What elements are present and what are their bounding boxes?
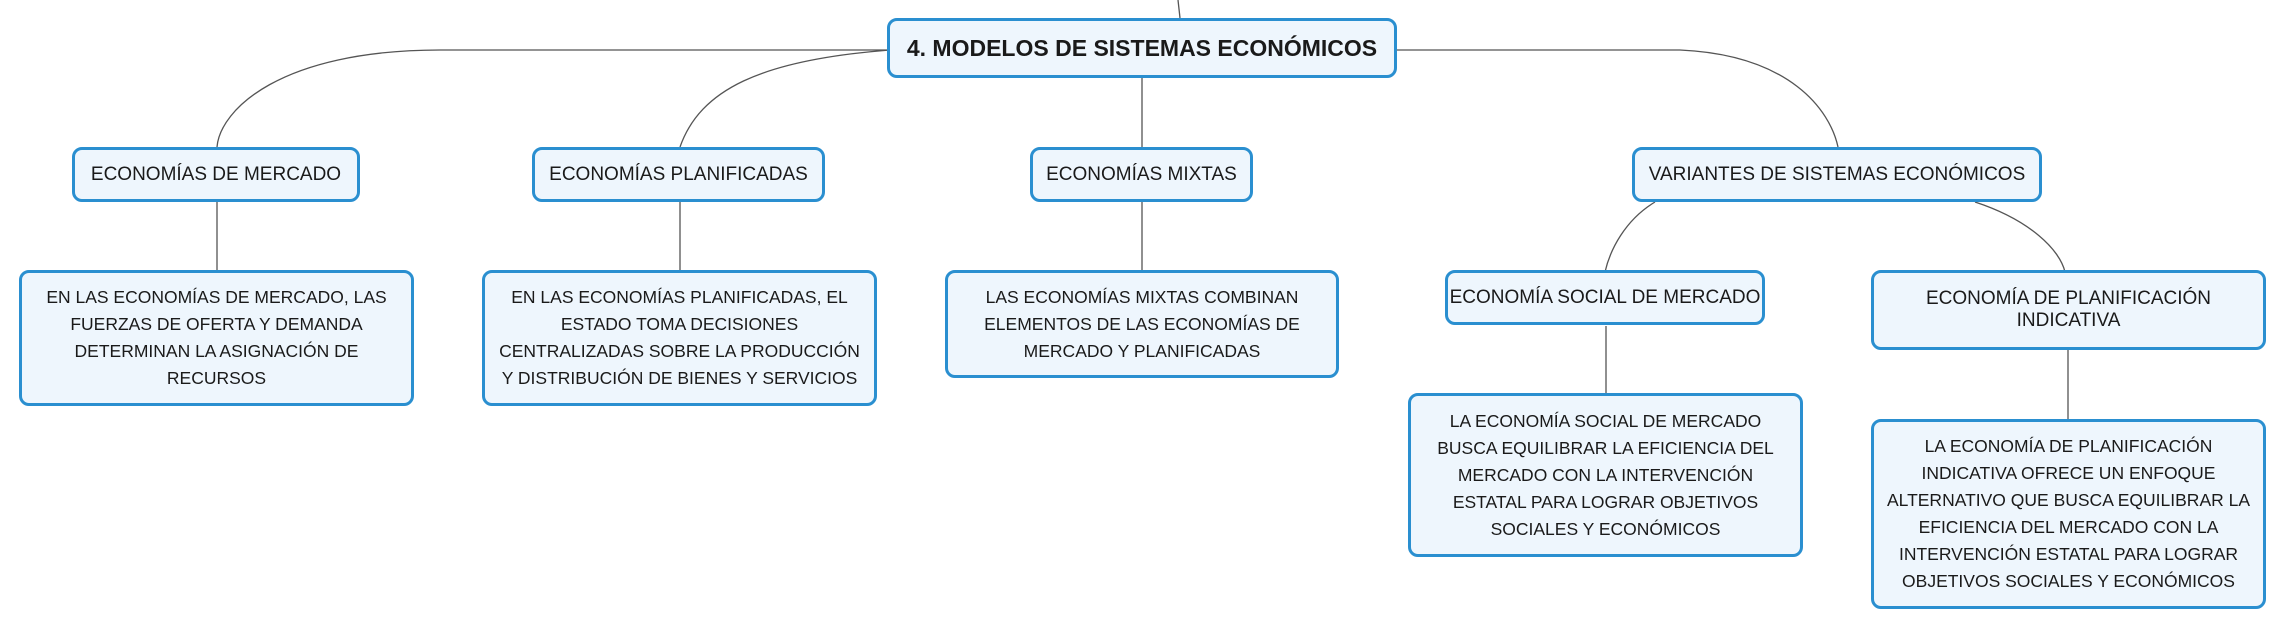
topic-variantes-de-sistemas-economicos[interactable]: VARIANTES DE SISTEMAS ECONÓMICOS bbox=[1632, 147, 2042, 202]
detail-text: EN LAS ECONOMÍAS DE MERCADO, LAS FUERZAS… bbox=[46, 287, 387, 388]
root-topic-label: 4. MODELOS DE SISTEMAS ECONÓMICOS bbox=[906, 34, 1378, 61]
topic-economias-planificadas[interactable]: ECONOMÍAS PLANIFICADAS bbox=[532, 147, 825, 202]
detail-text: LA ECONOMÍA SOCIAL DE MERCADO BUSCA EQUI… bbox=[1437, 410, 1774, 539]
topic-label: ECONOMÍA SOCIAL DE MERCADO bbox=[1449, 286, 1761, 308]
topic-label: ECONOMÍAS PLANIFICADAS bbox=[549, 163, 808, 185]
detail-text: EN LAS ECONOMÍAS PLANIFICADAS, EL ESTADO… bbox=[499, 287, 860, 388]
connector-root-variants bbox=[1396, 49, 1839, 148]
connector-root-parent bbox=[1177, 0, 1181, 19]
topic-label: ECONOMÍA DE PLANIFICACIÓN INDICATIVA bbox=[1925, 288, 2212, 331]
connector-variants-social bbox=[1604, 201, 1656, 273]
topic-economia-social-de-mercado[interactable]: ECONOMÍA SOCIAL DE MERCADO bbox=[1445, 270, 1765, 325]
detail-text: LAS ECONOMÍAS MIXTAS COMBINAN ELEMENTOS … bbox=[984, 286, 1300, 361]
topic-economia-de-planificacion-indicativa[interactable]: ECONOMÍA DE PLANIFICACIÓN INDICATIVA bbox=[1871, 270, 2266, 350]
topic-economias-mixtas[interactable]: ECONOMÍAS MIXTAS bbox=[1030, 147, 1253, 202]
topic-economias-de-mercado[interactable]: ECONOMÍAS DE MERCADO bbox=[72, 147, 360, 202]
root-topic[interactable]: 4. MODELOS DE SISTEMAS ECONÓMICOS bbox=[887, 18, 1397, 78]
topic-label: ECONOMÍAS DE MERCADO bbox=[90, 163, 342, 185]
detail-economias-planificadas[interactable]: EN LAS ECONOMÍAS PLANIFICADAS, EL ESTADO… bbox=[482, 270, 877, 406]
detail-economia-de-planificacion-indicativa[interactable]: LA ECONOMÍA DE PLANIFICACIÓN INDICATIVA … bbox=[1871, 419, 2266, 609]
connector-root-planned bbox=[679, 49, 891, 148]
topic-label: ECONOMÍAS MIXTAS bbox=[1046, 163, 1237, 185]
detail-economias-de-mercado[interactable]: EN LAS ECONOMÍAS DE MERCADO, LAS FUERZAS… bbox=[19, 270, 414, 406]
detail-text: LA ECONOMÍA DE PLANIFICACIÓN INDICATIVA … bbox=[1886, 436, 2251, 591]
topic-label: VARIANTES DE SISTEMAS ECONÓMICOS bbox=[1648, 163, 2026, 185]
detail-economias-mixtas[interactable]: LAS ECONOMÍAS MIXTAS COMBINAN ELEMENTOS … bbox=[945, 270, 1339, 378]
connector-variants-indicative bbox=[1974, 201, 2066, 273]
detail-economia-social-de-mercado[interactable]: LA ECONOMÍA SOCIAL DE MERCADO BUSCA EQUI… bbox=[1408, 393, 1803, 557]
connector-root-market bbox=[216, 49, 890, 148]
